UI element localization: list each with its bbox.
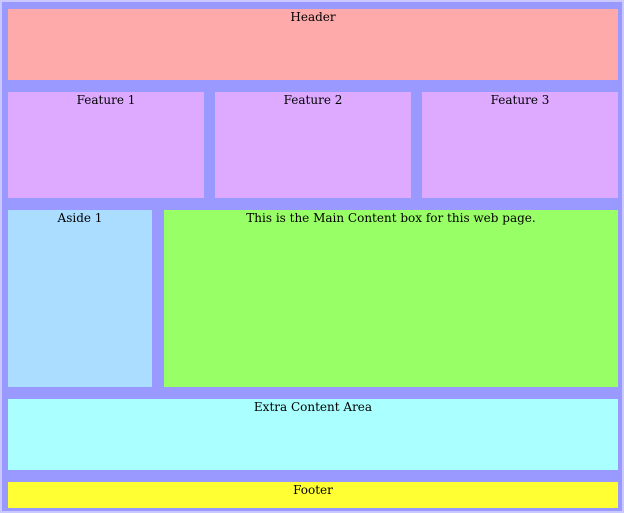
feature-2-label: Feature 2: [283, 93, 343, 107]
header-label: Header: [290, 10, 336, 24]
extra-content-label: Extra Content Area: [253, 400, 373, 414]
feature-1-label: Feature 1: [76, 93, 136, 107]
aside-box: Aside 1: [8, 210, 152, 387]
feature-1-box: Feature 1: [8, 92, 204, 198]
header-box: Header: [8, 9, 618, 80]
footer-label: Footer: [293, 483, 333, 497]
aside-label: Aside 1: [57, 211, 103, 225]
main-content-box: This is the Main Content box for this we…: [164, 210, 618, 387]
footer-box: Footer: [8, 482, 618, 508]
extra-content-box: Extra Content Area: [8, 399, 618, 470]
feature-2-box: Feature 2: [215, 92, 411, 198]
feature-3-label: Feature 3: [490, 93, 550, 107]
feature-3-box: Feature 3: [422, 92, 618, 198]
main-content-label: This is the Main Content box for this we…: [246, 211, 536, 225]
